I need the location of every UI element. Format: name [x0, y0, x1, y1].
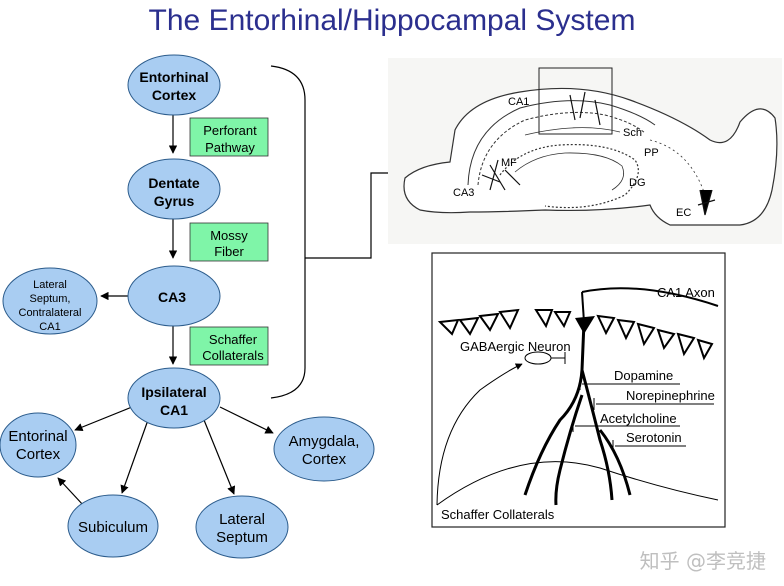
label-sch: Sch	[623, 127, 642, 139]
label-gaba-neuron: GABAergic Neuron	[460, 339, 571, 354]
label-mf: MF	[501, 157, 517, 169]
arrow-subiculum-to-entorinal	[57, 477, 85, 507]
arrow-ca1-to-entorinal	[74, 406, 133, 432]
svg-text:Amygdala,Cortex: Amygdala,Cortex	[289, 433, 360, 468]
label-ca1-axon: CA1 Axon	[657, 285, 715, 300]
label-norepinephrine: Norepinephrine	[626, 388, 715, 403]
label-serotonin: Serotonin	[626, 430, 682, 445]
arrow-ca1-to-amygdala	[219, 406, 274, 434]
ca1-inset: CA1 Axon GABAergic Neuron Dopamine Norep…	[431, 252, 726, 528]
label-ec: EC	[676, 207, 691, 219]
label-schaffer-collaterals: Schaffer Collaterals	[441, 507, 555, 522]
page-title: The Entorhinal/Hippocampal System	[148, 4, 636, 37]
bracket	[270, 65, 306, 399]
label-ca1: CA1	[508, 96, 529, 108]
arrow-ca1-to-lateral-septum	[203, 419, 236, 495]
svg-text:Subiculum: Subiculum	[78, 519, 148, 536]
arrow-bracket-to-hippocampus	[305, 168, 399, 259]
label-dopamine: Dopamine	[614, 368, 673, 383]
arrow-ca1-to-subiculum	[120, 419, 149, 494]
label-acetylcholine: Acetylcholine	[600, 411, 677, 426]
label-ca3: CA3	[453, 187, 474, 199]
watermark: 知乎 @李竞捷	[639, 549, 766, 573]
flow-arrows	[57, 65, 399, 507]
hippocampus-illustration: CA1 Sch PP MF CA3 DG EC	[388, 58, 782, 244]
node-subiculum: Subiculum	[67, 494, 159, 558]
node-amygdala-cortex: Amygdala,Cortex	[273, 416, 375, 482]
label-dg: DG	[629, 177, 646, 189]
label-pp: PP	[644, 147, 659, 159]
node-ca3: CA3	[127, 265, 221, 327]
svg-text:CA3: CA3	[158, 289, 186, 305]
